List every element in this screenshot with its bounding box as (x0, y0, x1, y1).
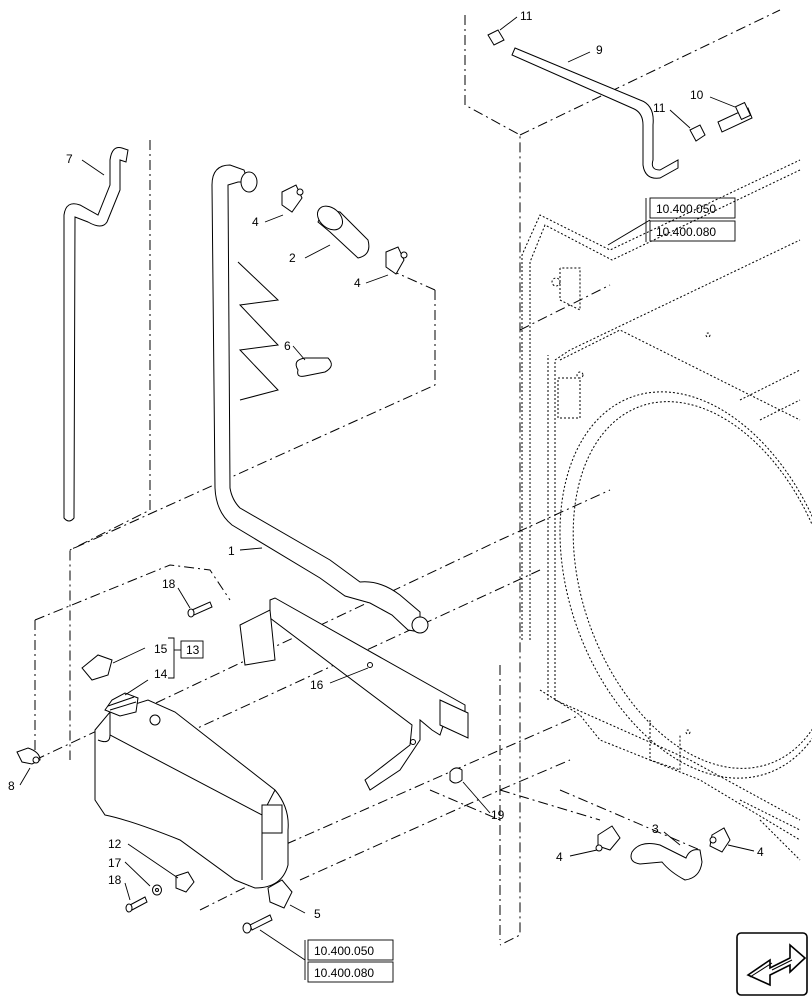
ref-group-top[interactable]: 10.400.050 10.400.080 (645, 197, 736, 242)
ref-bottom-b: 10.400.080 (314, 966, 374, 980)
tube-7 (63, 147, 129, 522)
callout-14: 14 (154, 667, 168, 681)
nut-19 (449, 767, 463, 784)
tube-9 (511, 47, 679, 179)
coolant-tank (94, 699, 289, 889)
callout-17: 17 (108, 856, 122, 870)
connector-10 (717, 101, 753, 133)
clamp-4-upper (281, 184, 304, 213)
clip-12 (175, 871, 195, 893)
tie-wrap-6 (295, 357, 332, 377)
hose-1 (211, 164, 429, 634)
callout-11-right: 11 (653, 101, 666, 115)
ref-box-bottom-a (307, 939, 394, 961)
callout-4-lower-left: 4 (556, 850, 563, 864)
callout-18-upper: 18 (162, 577, 176, 591)
callout-16: 16 (310, 678, 324, 692)
elbow-3 (630, 843, 703, 881)
callout-9: 9 (596, 43, 603, 57)
bolt-18-lower (125, 896, 148, 913)
callout-18-lower: 18 (108, 873, 122, 887)
sleeve-2 (316, 205, 370, 259)
callout-6: 6 (284, 339, 291, 353)
ref-top-a: 10.400.050 (656, 202, 716, 216)
ref-box-top-b (649, 220, 736, 242)
callout-11-top: 11 (520, 9, 533, 23)
clamp-4-lower-right (709, 827, 731, 853)
ref-box-13 (180, 640, 204, 659)
ref-top-b: 10.400.080 (656, 225, 716, 239)
tie-wrap-lines (237, 261, 280, 401)
bracket-16 (239, 597, 469, 791)
callout-labels: 1 2 3 4 4 4 4 5 6 7 8 9 10 11 11 12 14 1… (8, 9, 764, 921)
fitting-11-top (487, 29, 505, 46)
callout-2: 2 (289, 251, 296, 265)
ref-box-top-a (649, 197, 736, 219)
fitting-11-right (689, 124, 706, 142)
callout-15: 15 (154, 642, 168, 656)
callout-8: 8 (8, 779, 15, 793)
callout-7: 7 (66, 152, 73, 166)
callout-19: 19 (491, 808, 505, 822)
leader-lines (19, 16, 755, 961)
cap-14 (104, 692, 139, 717)
clip-8 (16, 747, 41, 765)
group-bracket-13: 13 (168, 637, 204, 679)
clamp-4-lower-left (595, 825, 621, 852)
clamp-4-middle (385, 246, 408, 275)
callout-12: 12 (108, 837, 122, 851)
callout-10: 10 (690, 88, 704, 102)
radiator-shroud (521, 159, 812, 861)
callout-1: 1 (228, 544, 235, 558)
ref-group-bottom[interactable]: 10.400.050 10.400.080 (304, 939, 394, 983)
callout-5: 5 (314, 907, 321, 921)
ref-13: 13 (186, 643, 200, 657)
ref-bottom-a: 10.400.050 (314, 944, 374, 958)
callout-4-middle: 4 (354, 276, 361, 290)
ref-box-bottom-b (307, 961, 394, 983)
callout-3: 3 (652, 822, 659, 836)
callout-4-upper: 4 (252, 215, 259, 229)
washer-17 (152, 884, 162, 896)
next-page-arrow-icon[interactable] (736, 932, 808, 996)
sensor-15 (81, 654, 113, 681)
callout-4-lower-right: 4 (757, 845, 764, 859)
clamp-5 (242, 879, 293, 934)
bolt-18-upper (187, 601, 213, 618)
